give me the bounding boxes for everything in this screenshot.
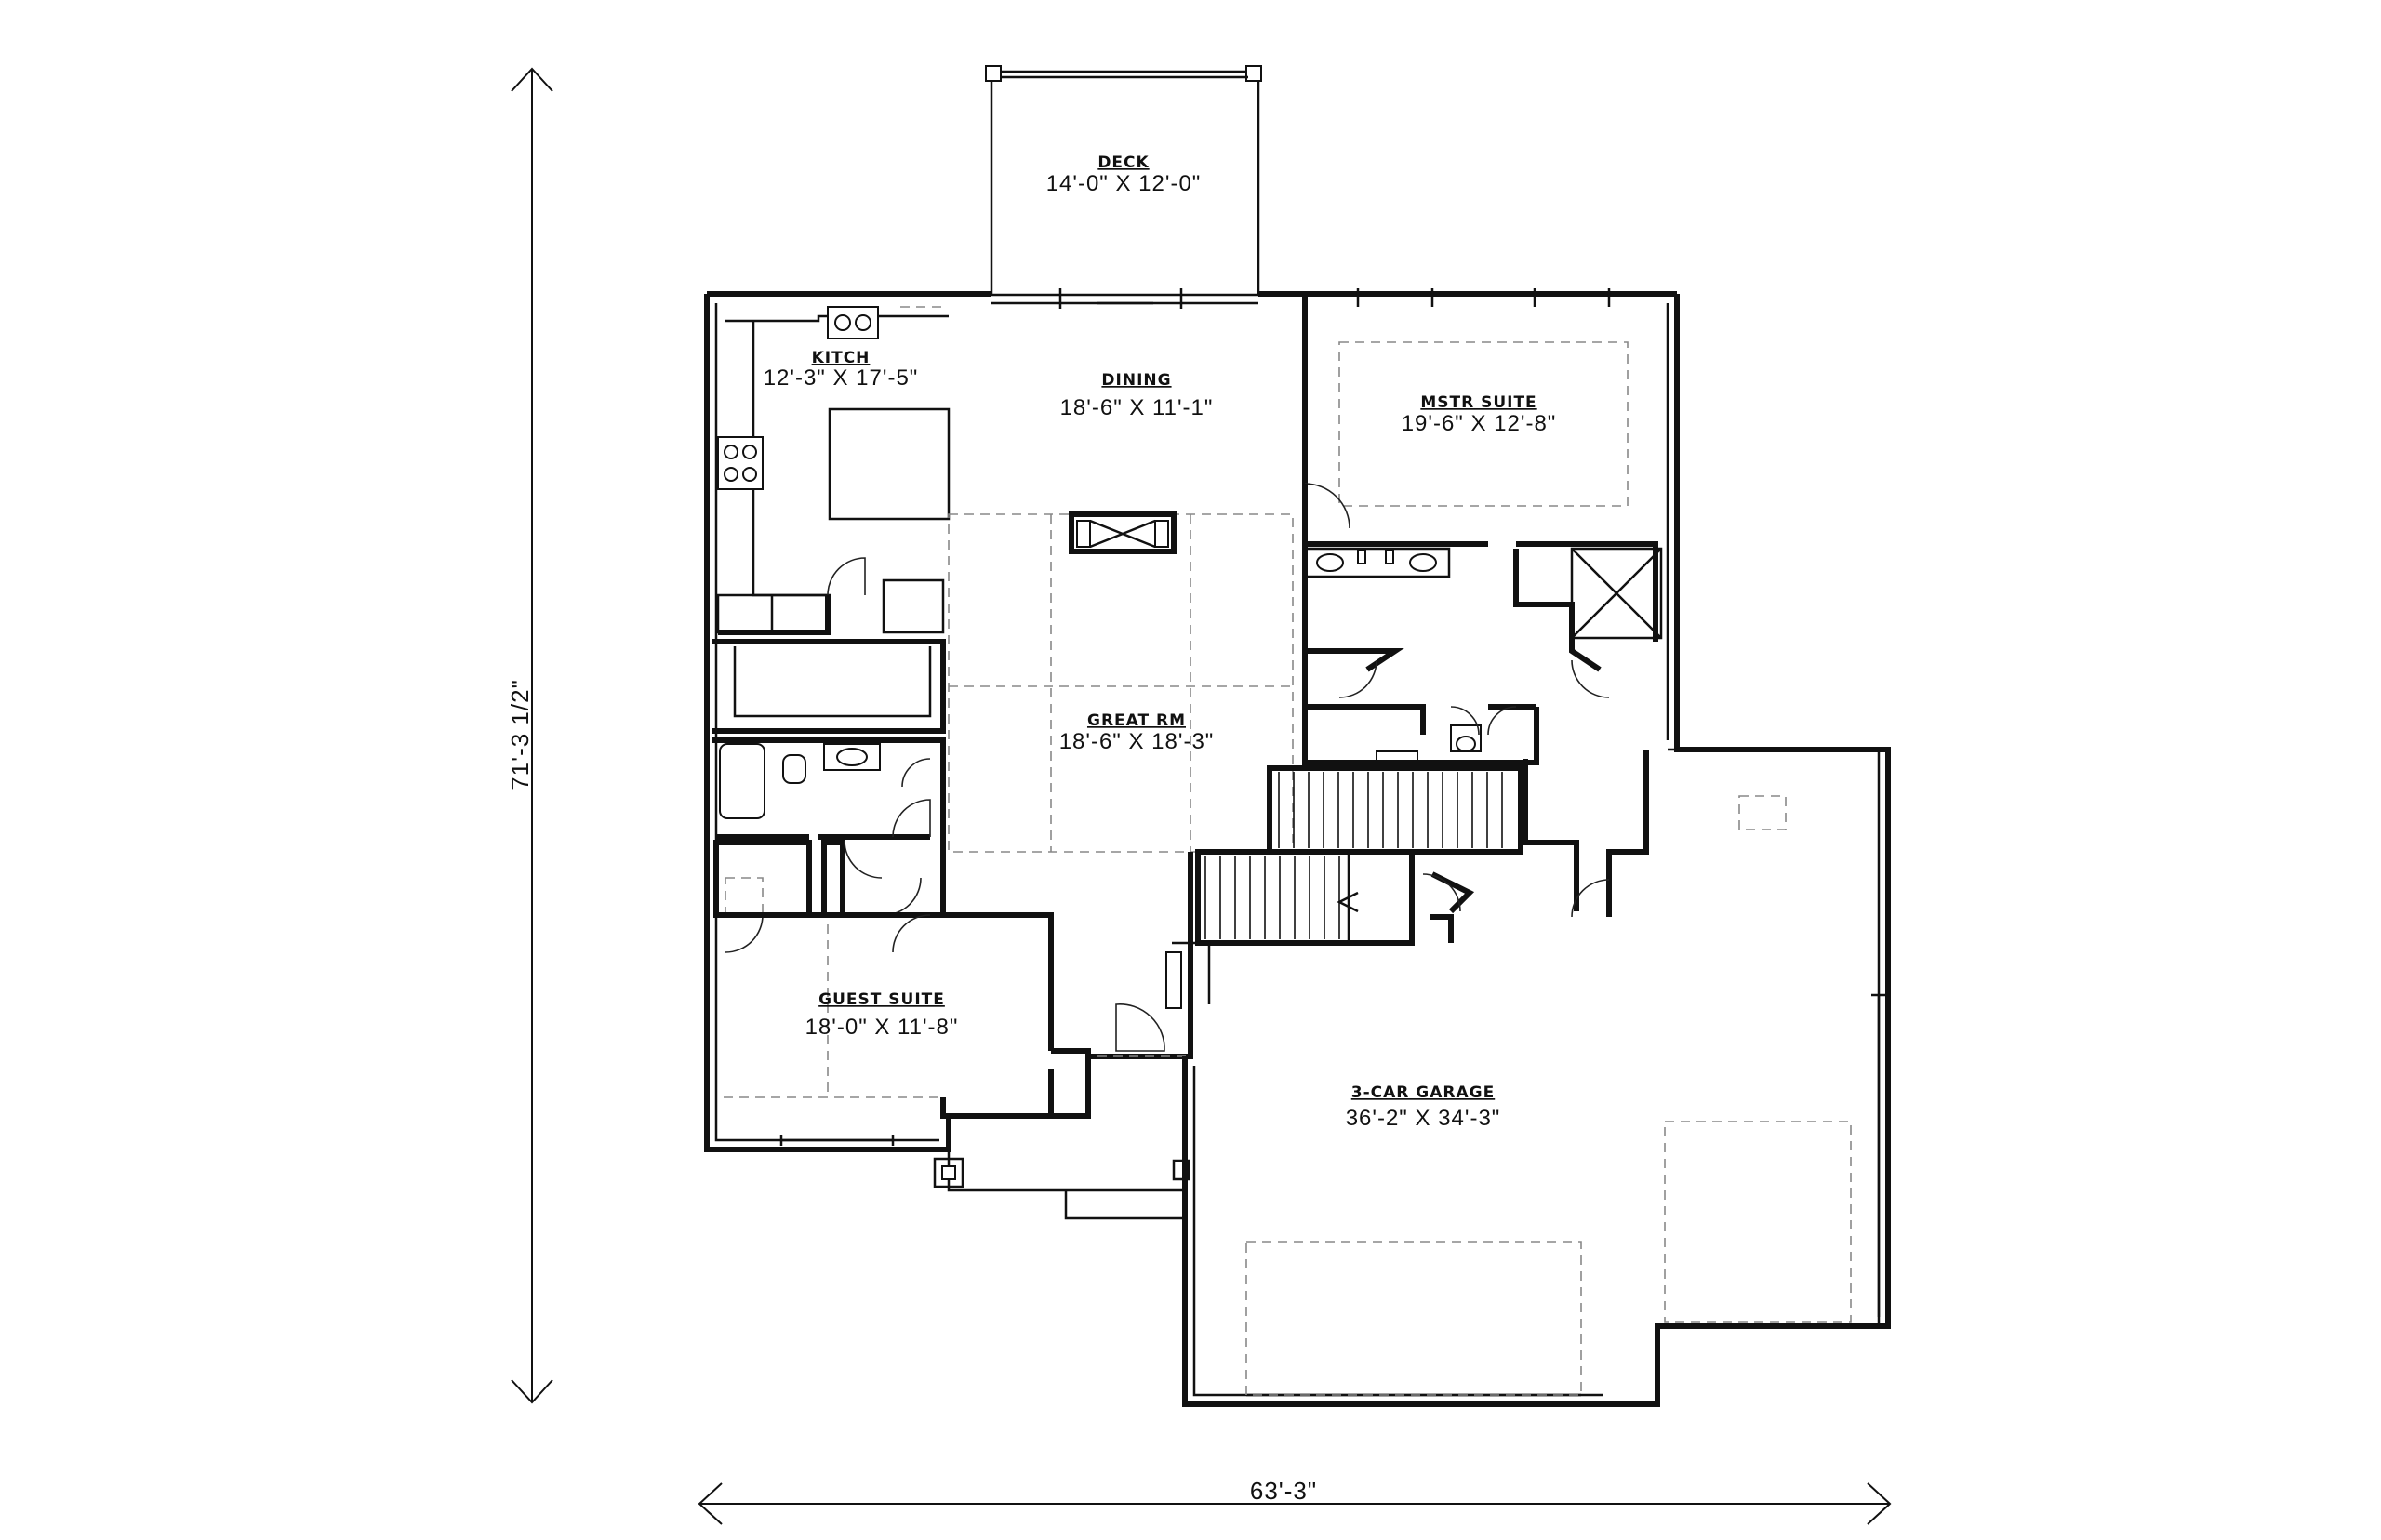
master-bath: [1302, 484, 1663, 765]
width-dimension-label: 63'-3": [1250, 1477, 1317, 1505]
garage: [1182, 748, 1886, 1407]
guest-suite-dims: 18'-0" X 11'-8": [805, 1015, 959, 1040]
kitchen-dims: 12'-3" X 17'-5": [764, 365, 919, 391]
master-suite-label: MSTR SUITE: [1420, 393, 1536, 412]
kitchen: [716, 306, 951, 635]
great-room-dims: 18'-6" X 18'-3": [1059, 729, 1215, 754]
exterior-walls: [704, 288, 1891, 1407]
entry: [1051, 852, 1211, 1059]
great-room-label: GREAT RM: [1087, 711, 1186, 730]
dining-dims: 18'-6" X 11'-1": [1060, 395, 1214, 420]
garage-dims: 36'-2" X 34'-3": [1346, 1106, 1501, 1131]
master-suite-dims: 19'-6" X 12'-8": [1402, 411, 1557, 436]
deck-label: DECK: [1097, 153, 1149, 172]
guest-suite-label: GUEST SUITE: [818, 990, 945, 1009]
great-room: [948, 294, 1308, 853]
guest-suite: [716, 837, 1054, 1146]
laundry: [712, 639, 946, 734]
closets: [713, 840, 922, 953]
front-porch: [933, 1149, 1190, 1220]
stairs: [1195, 765, 1523, 946]
deck: [985, 65, 1262, 297]
depth-dimension-label: 71'-3 1/2": [506, 679, 534, 790]
width-dimension: 63'-3": [698, 1477, 1892, 1525]
deck-dims: 14'-0" X 12'-0": [1046, 171, 1202, 196]
hall-bath: [712, 737, 946, 840]
master-suite: [1302, 341, 1658, 642]
dining-label: DINING: [1101, 371, 1171, 390]
kitchen-label: KITCH: [812, 349, 871, 367]
garage-label: 3-CAR GARAGE: [1351, 1083, 1495, 1102]
depth-dimension: 71'-3 1/2": [506, 67, 553, 1404]
